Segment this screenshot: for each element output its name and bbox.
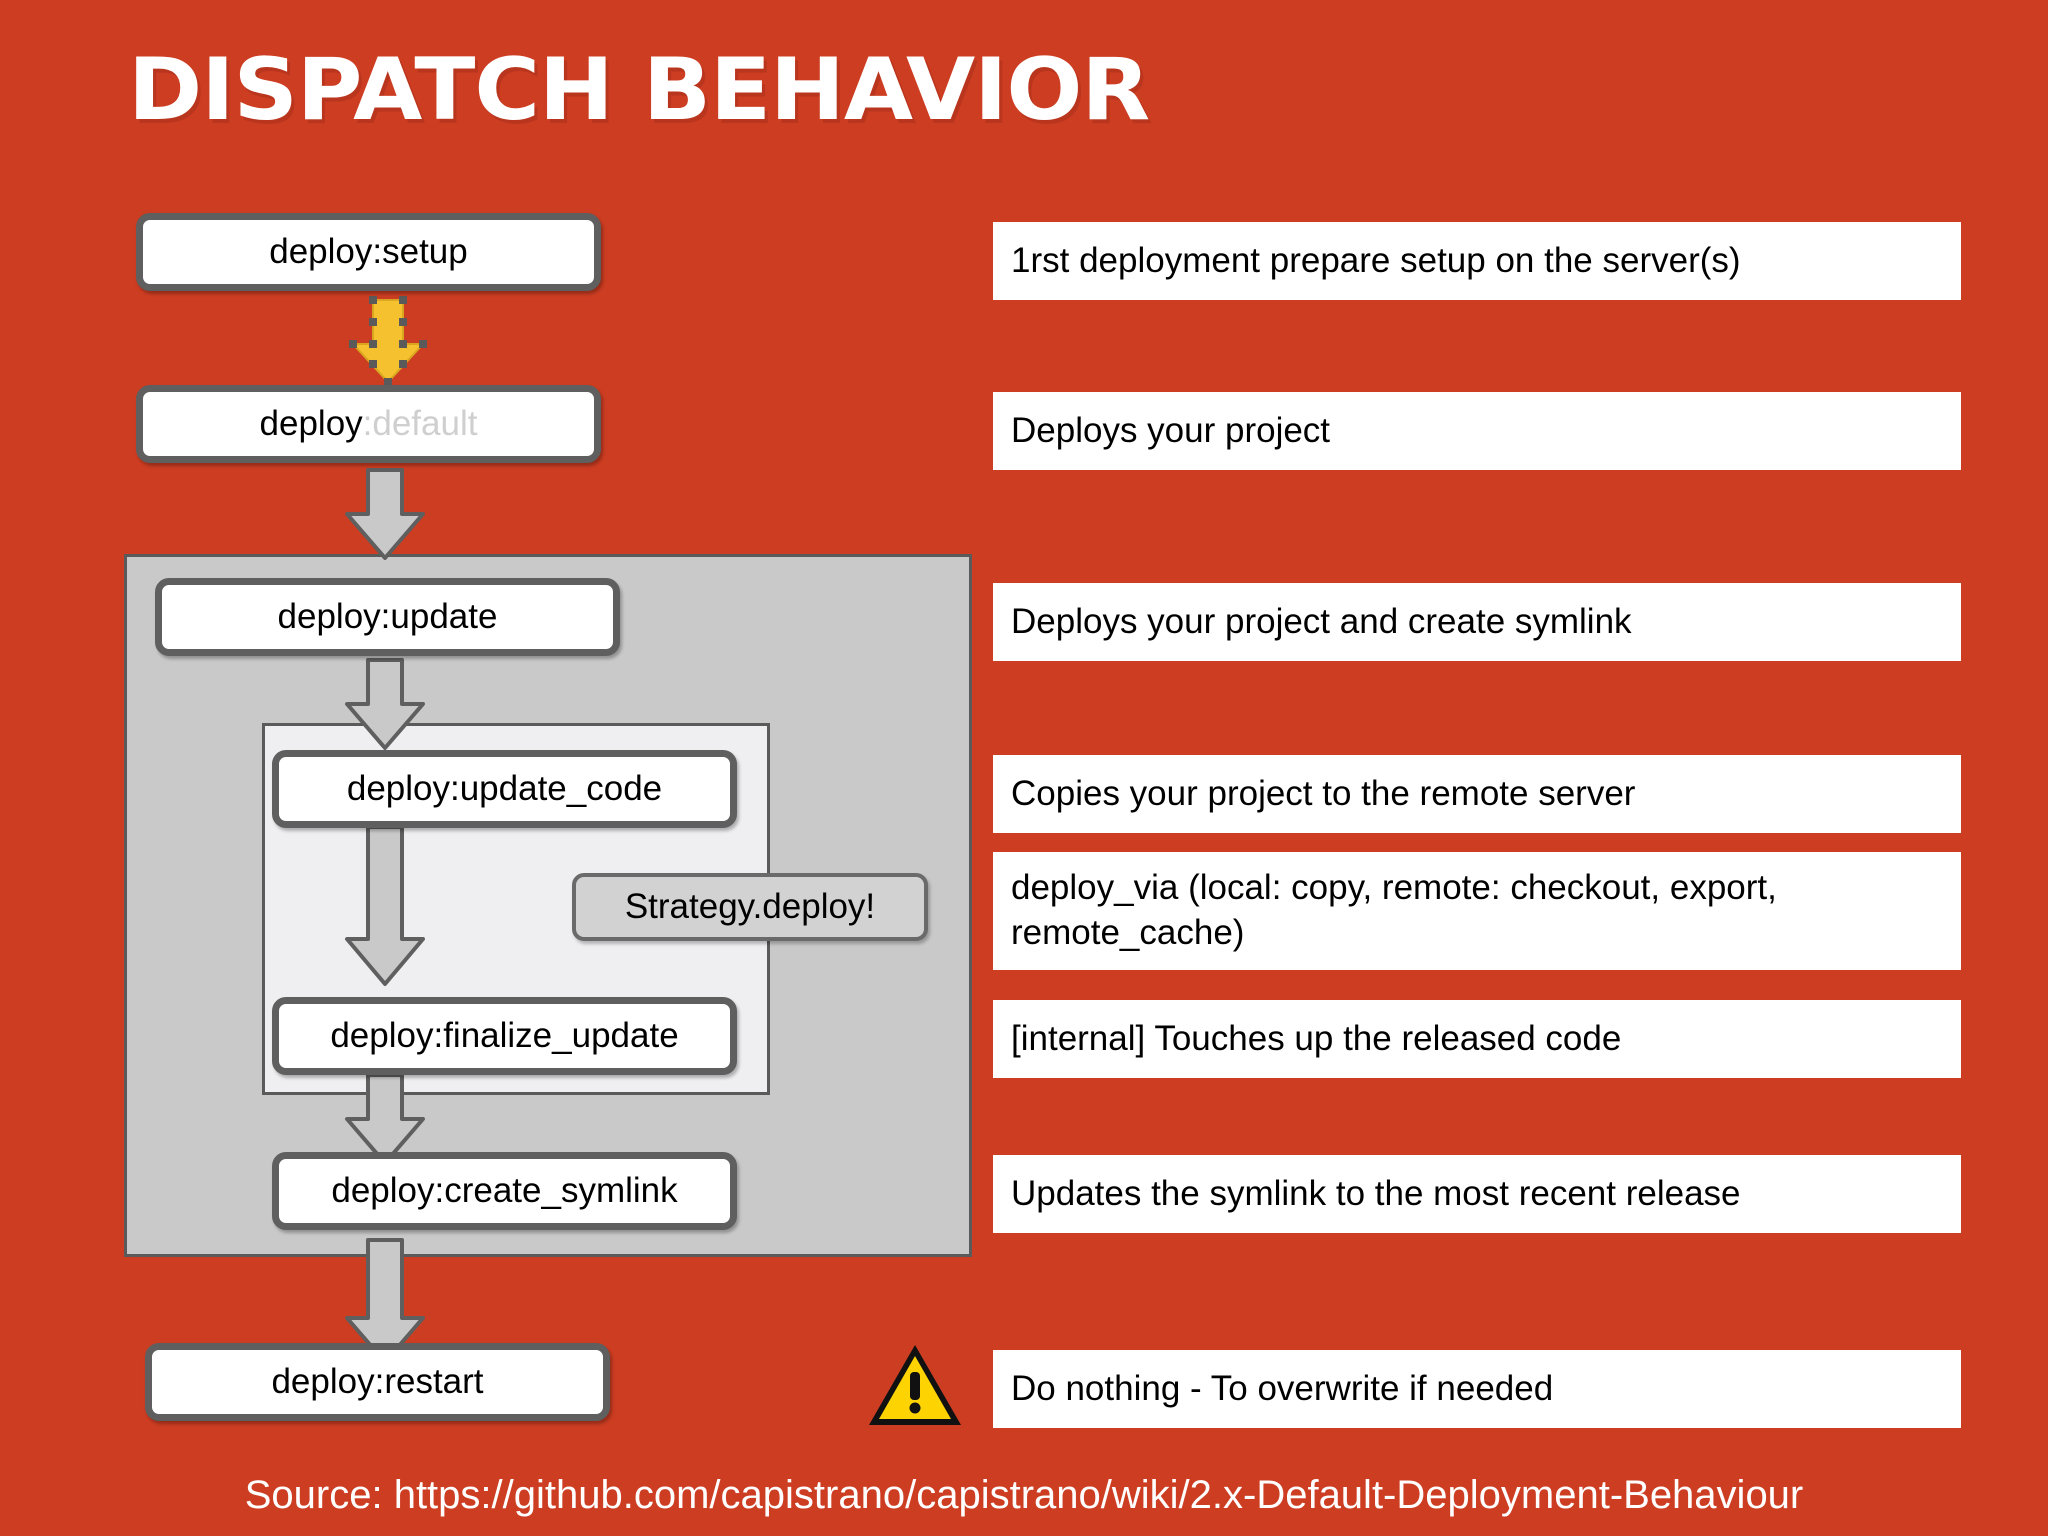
node-deploy-restart[interactable]: deploy:restart <box>145 1343 610 1421</box>
description-deploy-setup: 1rst deployment prepare setup on the ser… <box>993 222 1961 300</box>
node-deploy-setup-label: deploy:setup <box>269 232 468 271</box>
node-deploy-finalize-update[interactable]: deploy:finalize_update <box>272 997 737 1075</box>
source-footer: Source: https://github.com/capistrano/ca… <box>244 1473 1804 1517</box>
arrow-create-symlink-to-restart <box>335 1238 435 1365</box>
description-deploy-default: Deploys your project <box>993 392 1961 470</box>
node-deploy-default-label-main: deploy <box>259 404 363 443</box>
description-text: deploy_via (local: copy, remote: checkou… <box>1011 868 1777 952</box>
node-deploy-setup[interactable]: deploy:setup <box>136 213 601 291</box>
node-deploy-finalize-update-label: deploy:finalize_update <box>330 1016 679 1055</box>
arrow-default-to-update <box>335 468 435 560</box>
description-text: Do nothing - To overwrite if needed <box>1011 1368 1554 1408</box>
arrow-setup-to-default <box>345 296 431 386</box>
description-text: Deploys your project <box>1011 410 1331 450</box>
warning-triangle-icon <box>866 1342 964 1428</box>
description-deploy-finalize-update: [internal] Touches up the released code <box>993 1000 1961 1078</box>
description-deploy-update: Deploys your project and create symlink <box>993 583 1961 661</box>
description-deploy-update-code: Copies your project to the remote server <box>993 755 1961 833</box>
arrow-update-code-to-finalize-update <box>335 825 435 987</box>
arrow-finalize-update-to-create-symlink <box>335 1073 435 1165</box>
description-text: Deploys your project and create symlink <box>1011 601 1632 641</box>
callout-strategy-deploy-label: Strategy.deploy! <box>624 887 876 926</box>
description-strategy-deploy: deploy_via (local: copy, remote: checkou… <box>993 852 1961 970</box>
description-text: 1rst deployment prepare setup on the ser… <box>1011 240 1741 280</box>
description-text: [internal] Touches up the released code <box>1011 1018 1622 1058</box>
arrow-update-to-update-code <box>335 658 435 750</box>
node-deploy-update[interactable]: deploy:update <box>155 578 620 656</box>
page-title: DISPATCH BEHAVIOR <box>128 40 1150 140</box>
node-deploy-default[interactable]: deploy:default <box>136 385 601 463</box>
node-deploy-create-symlink[interactable]: deploy:create_symlink <box>272 1152 737 1230</box>
node-deploy-update-code[interactable]: deploy:update_code <box>272 750 737 828</box>
description-text: Copies your project to the remote server <box>1011 773 1636 813</box>
node-deploy-restart-label: deploy:restart <box>271 1362 484 1401</box>
node-deploy-create-symlink-label: deploy:create_symlink <box>331 1171 678 1210</box>
node-deploy-update-label: deploy:update <box>277 597 498 636</box>
node-deploy-update-code-label: deploy:update_code <box>346 769 663 808</box>
description-text: Updates the symlink to the most recent r… <box>1011 1173 1741 1213</box>
callout-strategy-deploy[interactable]: Strategy.deploy! <box>572 873 928 941</box>
node-deploy-default-label-dim: :default <box>362 404 478 443</box>
description-deploy-restart: Do nothing - To overwrite if needed <box>993 1350 1961 1428</box>
description-deploy-create-symlink: Updates the symlink to the most recent r… <box>993 1155 1961 1233</box>
